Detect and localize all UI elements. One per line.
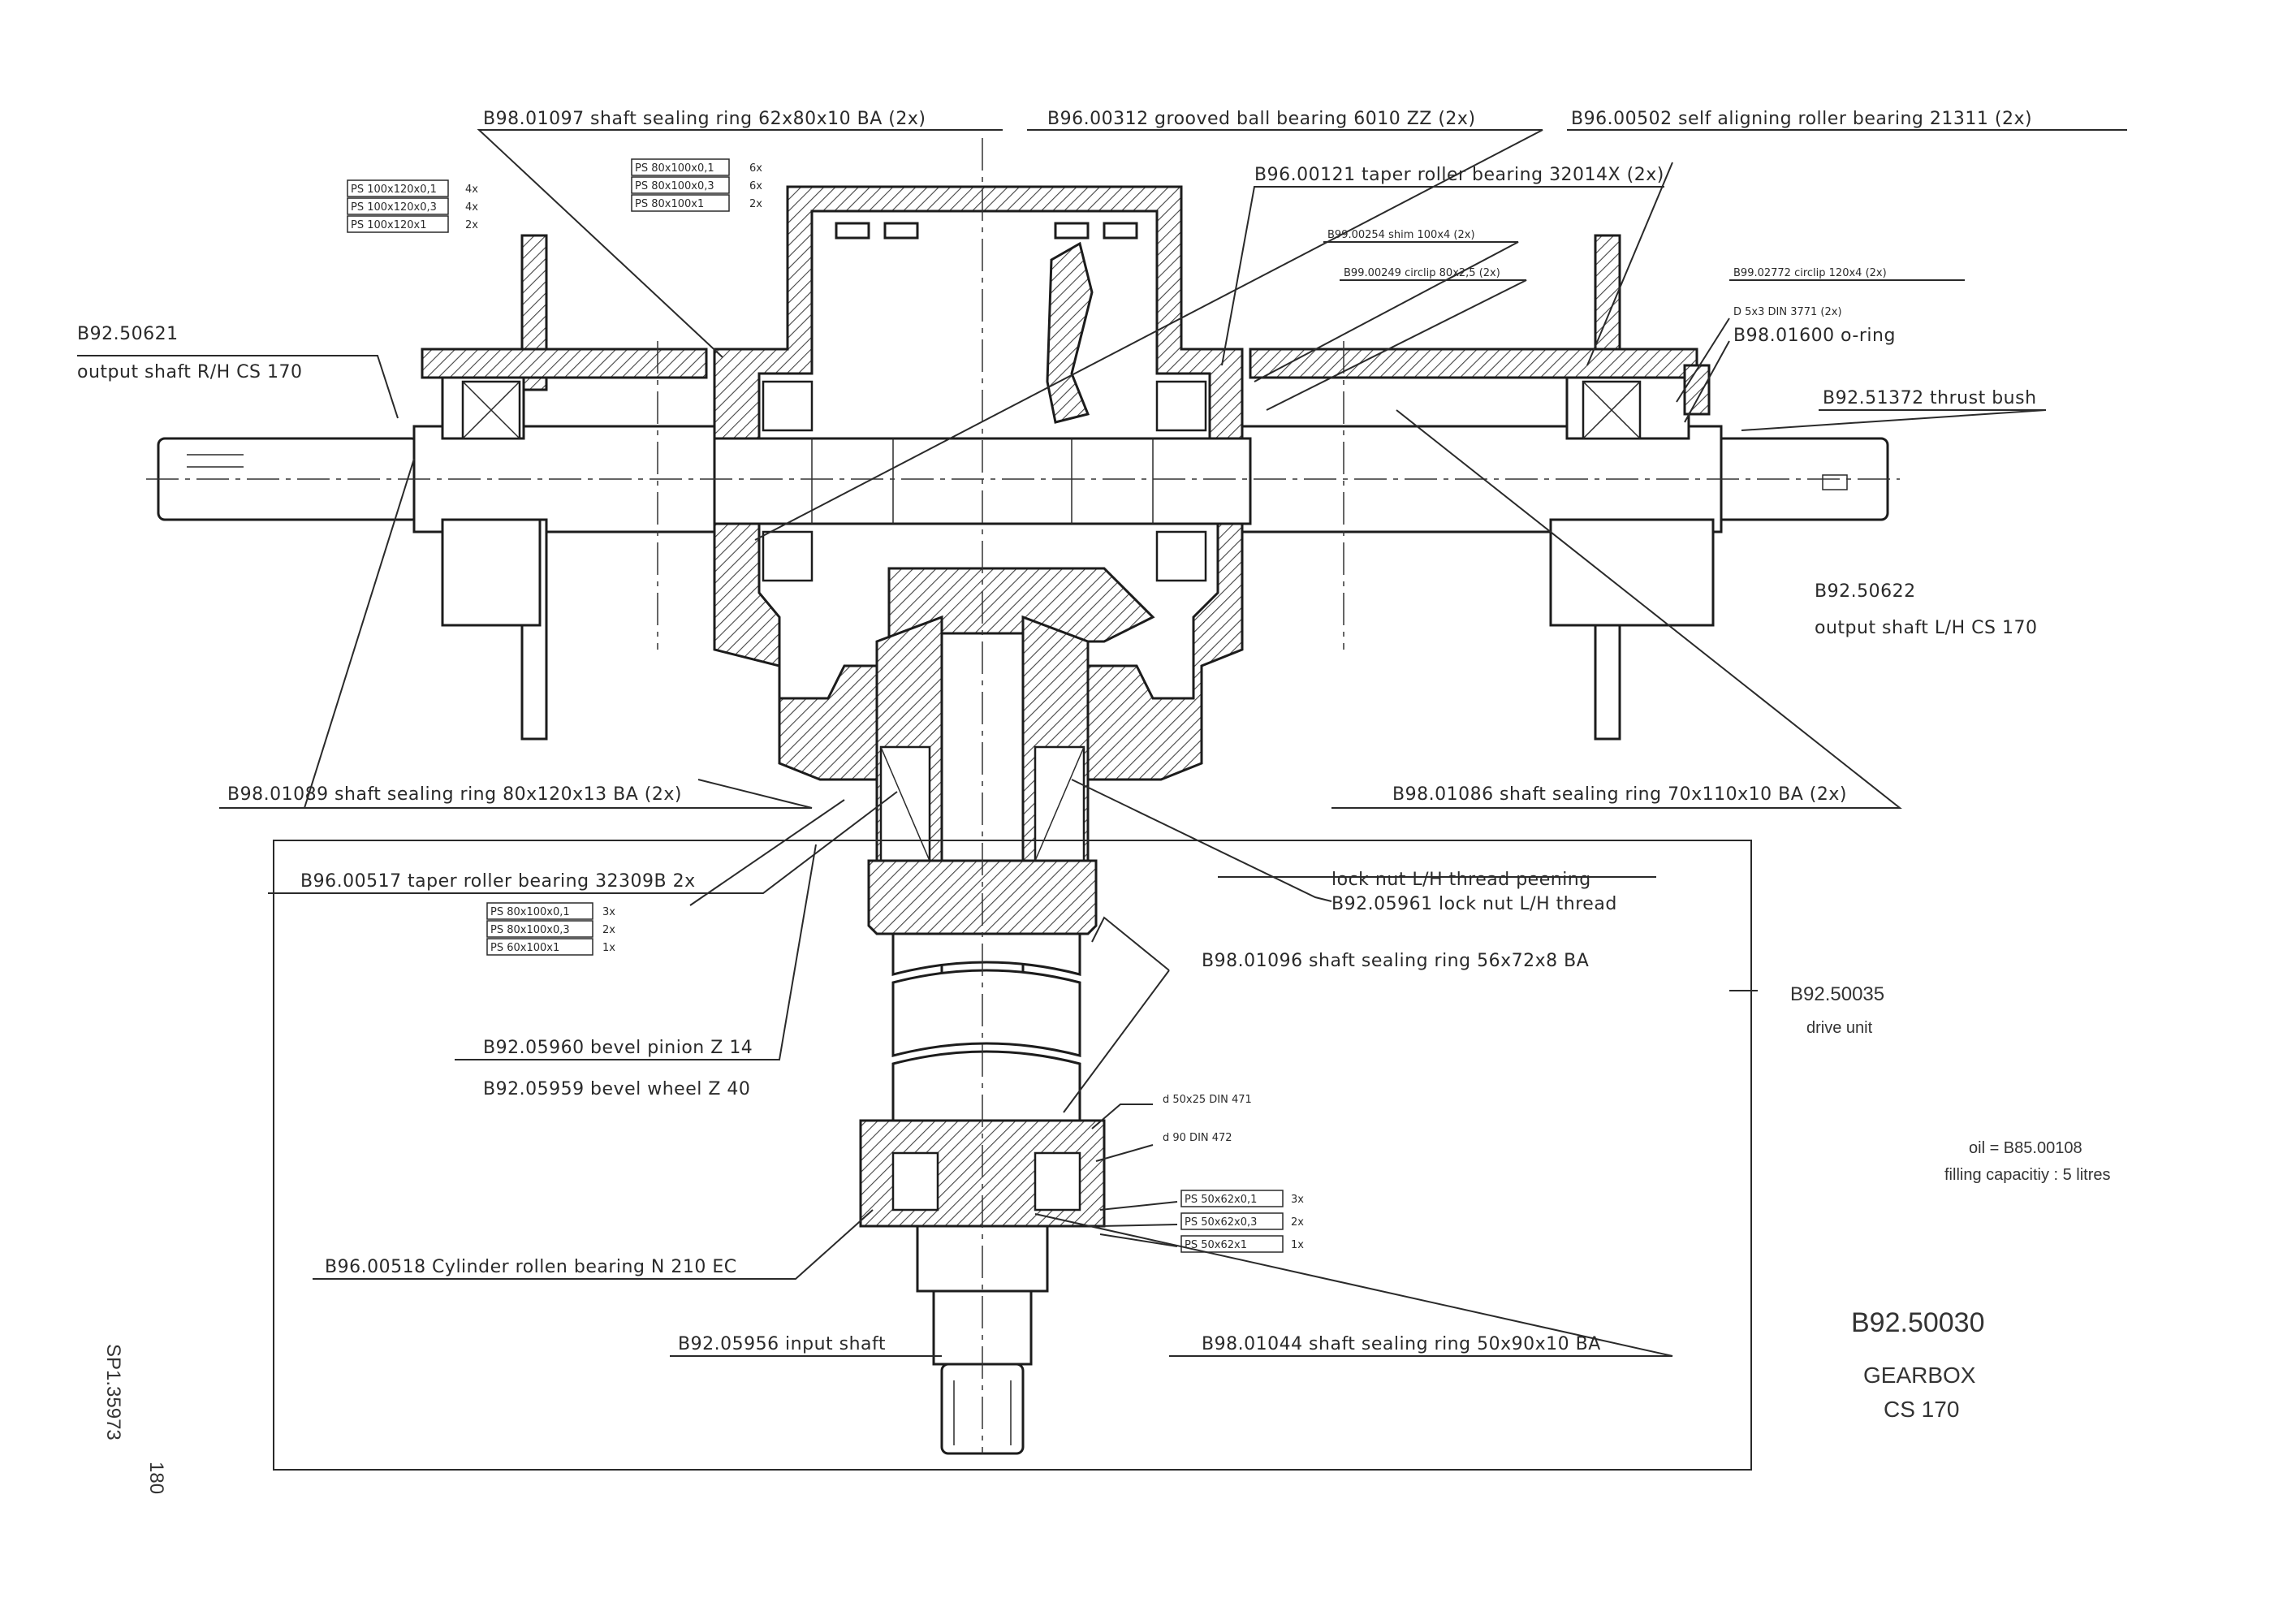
shim-spec: PS 80x100x0,3 bbox=[490, 924, 570, 936]
shim-qty: 2x bbox=[749, 198, 762, 210]
bevel-wheel bbox=[887, 241, 1155, 643]
shim-qty: 6x bbox=[749, 180, 762, 192]
shim-qty: 3x bbox=[1291, 1194, 1304, 1206]
label-seal-62: B98.01097 shaft sealing ring 62x80x10 BA… bbox=[483, 109, 926, 129]
right-flange bbox=[1249, 234, 1715, 741]
label-lock-peening: lock nut L/H thread peening bbox=[1331, 870, 1591, 890]
shim-qty: 1x bbox=[602, 942, 615, 954]
shim-table-top-mid: PS 80x100x0,1 6x PS 80x100x0,3 6x PS 80x… bbox=[631, 158, 762, 212]
shim-spec: PS 80x100x0,1 bbox=[490, 906, 570, 918]
drawing-model: CS 170 bbox=[1884, 1397, 1959, 1422]
part-labels: B98.01097 shaft sealing ring 62x80x10 BA… bbox=[77, 109, 2037, 1354]
shim-qty: 2x bbox=[1291, 1216, 1304, 1229]
label-lock-nut: B92.05961 lock nut L/H thread bbox=[1331, 894, 1617, 914]
shim-table-center-left: PS 80x100x0,1 3x PS 80x100x0,3 2x PS 60x… bbox=[486, 902, 615, 956]
label-cyl-bearing: B96.00518 Cylinder rollen bearing N 210 … bbox=[325, 1257, 737, 1277]
label-spring-pin: d 50x25 DIN 471 bbox=[1163, 1094, 1252, 1106]
shim-table-top-left: PS 100x120x0,1 4x PS 100x120x0,3 4x PS 1… bbox=[347, 179, 478, 233]
label-out-rh-code: B92.50621 bbox=[77, 324, 179, 344]
shim-qty: 1x bbox=[1291, 1239, 1304, 1251]
label-out-rh-text: output shaft R/H CS 170 bbox=[77, 362, 302, 382]
shim-qty: 3x bbox=[602, 906, 615, 918]
input-shaft bbox=[859, 859, 1106, 1455]
label-seal-50: B98.01044 shaft sealing ring 50x90x10 BA bbox=[1202, 1334, 1601, 1354]
oil-capacity: filling capacitiy : 5 litres bbox=[1944, 1166, 2111, 1184]
drive-unit-text: drive unit bbox=[1806, 1019, 1873, 1037]
label-ball-6010: B96.00312 grooved ball bearing 6010 ZZ (… bbox=[1047, 109, 1476, 129]
drive-unit-frame bbox=[273, 840, 1752, 1471]
shim-qty: 4x bbox=[465, 184, 478, 196]
label-out-lh-text: output shaft L/H CS 170 bbox=[1815, 618, 2037, 638]
drawing-title: GEARBOX bbox=[1863, 1363, 1976, 1388]
shim-spec: PS 60x100x1 bbox=[490, 942, 559, 954]
label-wheel: B92.05959 bevel wheel Z 40 bbox=[483, 1079, 750, 1099]
sheet-reference: SP1.35973 bbox=[102, 1344, 124, 1440]
gear-housing bbox=[713, 185, 1244, 781]
shim-qty: 4x bbox=[465, 201, 478, 214]
shim-qty: 2x bbox=[465, 219, 478, 231]
label-seal-70: B98.01086 shaft sealing ring 70x110x10 B… bbox=[1392, 784, 1847, 805]
shim-spec: PS 100x120x0,1 bbox=[351, 184, 437, 196]
shim-table-center-right: PS 50x62x0,1 3x PS 50x62x0,3 2x PS 50x62… bbox=[1180, 1190, 1304, 1253]
label-circlip-90: d 90 DIN 472 bbox=[1163, 1132, 1232, 1144]
shim-spec: PS 100x120x0,3 bbox=[351, 201, 437, 214]
label-pinion: B92.05960 bevel pinion Z 14 bbox=[483, 1038, 753, 1058]
page-number: 180 bbox=[145, 1462, 167, 1494]
label-input-shaft: B92.05956 input shaft bbox=[678, 1334, 886, 1354]
label-taper-32309: B96.00517 taper roller bearing 32309B 2x bbox=[300, 871, 696, 892]
shim-spec: PS 50x62x0,1 bbox=[1185, 1194, 1257, 1206]
shim-spec: PS 80x100x0,1 bbox=[635, 162, 714, 175]
shim-spec: PS 50x62x0,3 bbox=[1185, 1216, 1257, 1229]
shim-spec: PS 100x120x1 bbox=[351, 219, 427, 231]
shim-qty: 6x bbox=[749, 162, 762, 175]
shim-spec: PS 80x100x0,3 bbox=[635, 180, 714, 192]
label-seal-56: B98.01096 shaft sealing ring 56x72x8 BA bbox=[1202, 951, 1589, 971]
shim-spec: PS 80x100x1 bbox=[635, 198, 704, 210]
label-circlip-small: B99.00249 circlip 80x2,5 (2x) bbox=[1344, 267, 1500, 279]
oil-spec: oil = B85.00108 bbox=[1969, 1139, 2082, 1157]
left-flange bbox=[421, 234, 708, 741]
label-out-lh-code: B92.50622 bbox=[1815, 581, 1916, 602]
label-seal-80: B98.01089 shaft sealing ring 80x120x13 B… bbox=[227, 784, 682, 805]
leader-lines bbox=[77, 129, 2127, 1357]
gearbox-section-view bbox=[146, 138, 1900, 1455]
label-shim: B99.00254 shim 100x4 (2x) bbox=[1327, 229, 1475, 241]
label-circlip-120: B99.02772 circlip 120x4 (2x) bbox=[1733, 267, 1887, 279]
shim-qty: 2x bbox=[602, 924, 615, 936]
label-thrust-bush: B92.51372 thrust bush bbox=[1823, 388, 2037, 408]
bevel-pinion bbox=[875, 615, 1090, 1009]
label-self-aligning: B96.00502 self aligning roller bearing 2… bbox=[1571, 109, 2032, 129]
drive-unit-code: B92.50035 bbox=[1790, 983, 1884, 1005]
label-oring: B98.01600 o-ring bbox=[1733, 326, 1896, 346]
label-dowel: D 5x3 DIN 3771 (2x) bbox=[1733, 306, 1842, 318]
drawing-number: B92.50030 bbox=[1851, 1307, 1985, 1338]
label-taper-32014: B96.00121 taper roller bearing 32014X (2… bbox=[1254, 165, 1664, 185]
shim-spec: PS 50x62x1 bbox=[1185, 1239, 1247, 1251]
